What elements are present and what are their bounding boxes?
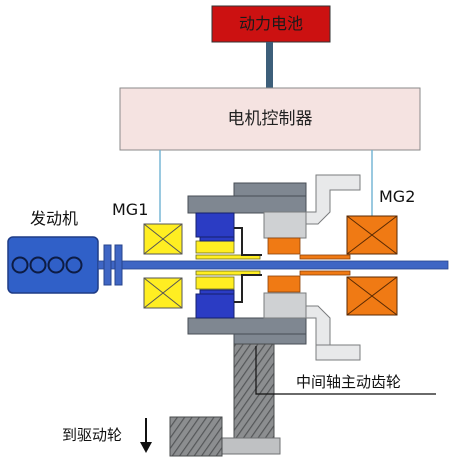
- mg2-rotor: [267, 237, 351, 293]
- mg1-rotor: [195, 240, 261, 290]
- mg2-stator: [346, 215, 398, 316]
- battery-box: [211, 5, 331, 43]
- mg1-stator: [143, 223, 183, 309]
- countershaft-gear-label: 中间轴主动齿轮: [296, 373, 402, 391]
- coupling-flange: [103, 244, 123, 286]
- engine-label: 发动机: [30, 209, 79, 228]
- ring-gear-linkage: [234, 227, 262, 303]
- controller-label: 电机控制器: [227, 109, 313, 129]
- housing-bracket: [305, 174, 361, 361]
- countershaft-base: [221, 437, 281, 455]
- engine-cylinders: [11, 256, 83, 274]
- sun-gear: [195, 212, 235, 319]
- mg2-label: MG2: [379, 187, 416, 206]
- battery-cable: [266, 42, 273, 88]
- countershaft-drive-gear: [233, 343, 275, 455]
- planetary-carrier: [187, 182, 307, 345]
- down-arrow-icon: [140, 418, 152, 453]
- mg1-label: MG1: [112, 200, 149, 219]
- drive-wheels-label: 到驱动轮: [62, 426, 123, 444]
- driven-gear: [169, 416, 223, 457]
- gear-leader-line: [255, 346, 436, 395]
- battery-label: 动力电池: [238, 14, 303, 33]
- main-shaft: [97, 260, 449, 270]
- controller-box: [119, 87, 421, 151]
